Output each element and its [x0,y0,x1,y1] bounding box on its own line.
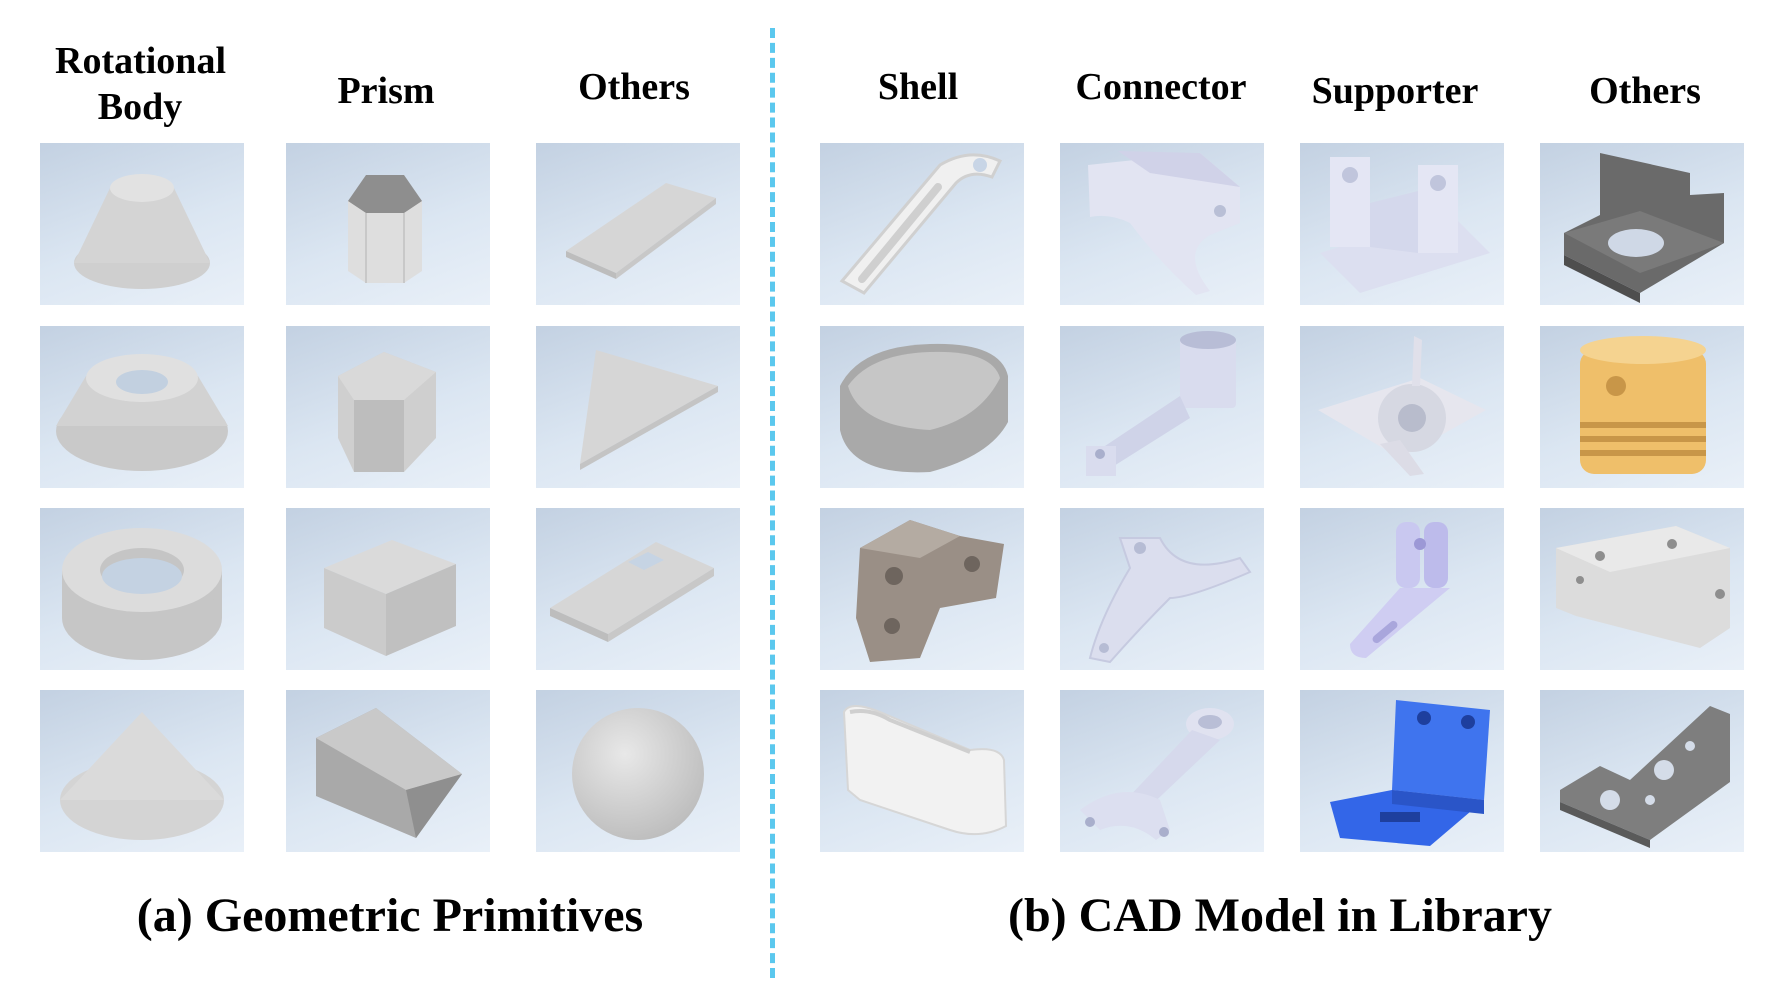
caption-cad-model-library: (b) CAD Model in Library [1008,889,1552,942]
clevis-supporter-icon [1350,522,1450,658]
tile-rectangular-plate [536,143,740,305]
header-rotational-body: Rotational Body [30,38,250,130]
tile-hexagonal-prism [286,143,490,305]
truncated-cone-with-hole-icon [56,354,228,471]
tile-pentagonal-prism [286,326,490,488]
tile-drilled-block [1540,508,1744,670]
mounting-plate-icon [1560,706,1730,848]
header-others-right: Others [1589,70,1701,112]
tile-bracket-shell [820,690,1024,852]
arm-connector-icon [1086,331,1236,476]
tile-plate-with-square-hole [536,508,740,670]
tile-piston [1540,326,1744,488]
tile-blue-angle-bracket [1300,690,1504,852]
tile-slotted-lever [820,143,1024,305]
tile-wishbone-connector [1060,508,1264,670]
faceted-housing-icon [856,520,1004,662]
slotted-lever-icon [839,153,1003,295]
frustum-cone-icon [74,174,210,289]
pentagonal-prism-icon [338,352,436,472]
tile-sphere [536,690,740,852]
tile-bracket-connector [1060,143,1264,305]
tile-triangular-plate [536,326,740,488]
tile-cube [286,508,490,670]
pillow-block-supporter-icon [1320,157,1490,293]
triangular-plate-icon [580,350,718,470]
bracket-connector-icon [1088,151,1240,295]
tile-ring-washer [40,508,244,670]
triangular-prism-icon [316,708,462,838]
tile-truncated-cone-with-hole [40,326,244,488]
connecting-rod-icon [1080,708,1234,840]
tile-connecting-rod [1060,690,1264,852]
plate-with-square-hole-icon [550,542,714,642]
drilled-block-icon [1556,526,1730,648]
tile-cone [40,690,244,852]
piston-icon [1580,336,1706,474]
tile-triangular-prism [286,690,490,852]
tile-pillow-block-supporter [1300,143,1504,305]
header-supporter: Supporter [1311,70,1479,112]
caption-geometric-primitives: (a) Geometric Primitives [136,889,644,942]
cone-icon [60,712,224,840]
tile-frustum-cone [40,143,244,305]
tile-arm-connector [1060,326,1264,488]
bracket-shell-icon [842,705,1008,836]
tile-mounting-plate [1540,690,1744,852]
wishbone-connector-icon [1088,537,1252,664]
header-prism: Prism [337,70,435,112]
header-connector: Connector [1075,66,1247,108]
cube-icon [324,540,456,656]
ring-washer-icon [62,528,222,660]
tile-spider-supporter [1300,326,1504,488]
blue-angle-bracket-icon [1330,700,1490,846]
rectangular-plate-icon [566,183,716,279]
spider-supporter-icon [1318,336,1486,476]
stepped-block-with-hole-icon [1564,153,1724,303]
tile-clevis-supporter [1300,508,1504,670]
panel-divider [770,28,775,978]
header-rotational-body-label: Rotational Body [55,40,226,128]
hexagonal-prism-icon [348,175,422,283]
header-shell: Shell [877,66,959,108]
header-others-left: Others [578,66,690,108]
sphere-icon [572,708,704,840]
tile-oval-shell [820,326,1024,488]
tile-faceted-housing [820,508,1024,670]
tile-stepped-block-with-hole [1540,143,1744,305]
oval-shell-icon [840,343,1008,473]
